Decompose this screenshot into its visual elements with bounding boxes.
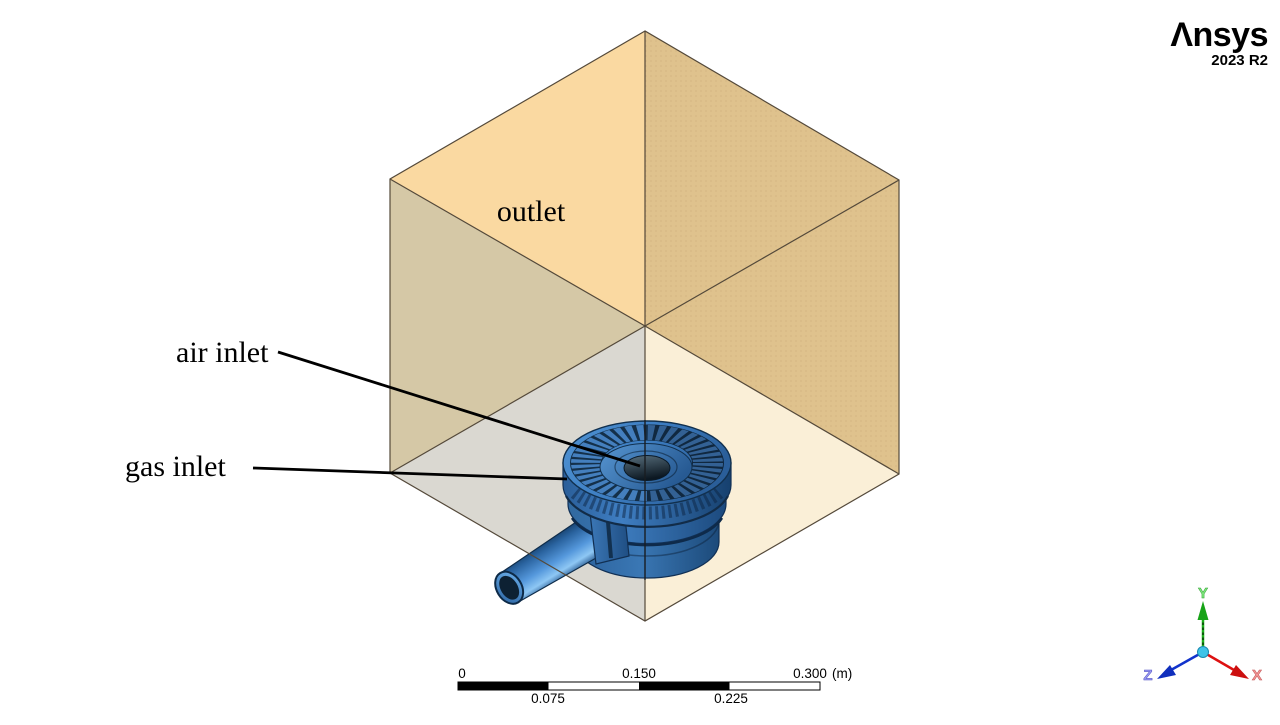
flange-groove [570,517,724,547]
scale-unit: (m) [832,666,852,681]
y-axis-arrow [1197,601,1209,620]
swirler-base-ring [565,495,729,528]
outlet-face-left-triangle[interactable] [390,31,645,326]
enclosure-edges [389,30,900,622]
z-axis [1170,650,1204,672]
x-axis-arrow [1230,665,1249,679]
z-axis-arrow [1157,665,1176,679]
pipe-bore [499,575,520,600]
annotations: outlet air inlet gas inlet [125,195,641,483]
scale-bar: 0 0.150 0.300 (m) 0.075 0.225 [457,666,852,706]
right-face-upper-texture [645,180,899,474]
scale-tick-075: 0.075 [531,691,565,706]
triad-origin [1197,646,1209,658]
z-axis-label: Z [1143,667,1152,684]
enclosure-box[interactable] [390,31,899,621]
ansys-logo-text: Λnsys [1170,16,1268,54]
gas-inlet-leader-line [252,466,568,481]
orientation-triad[interactable]: Y X Z [1143,585,1262,685]
ansys-logo: Λnsys 2023 R2 [1170,16,1268,69]
outlet-face-right-texture [645,31,899,326]
ansys-version: 2023 R2 [1211,52,1268,69]
left-face-upper-triangle[interactable] [390,179,645,473]
recess-ring [614,450,678,484]
swirler-fins [570,424,724,502]
gas-inlet-label: gas inlet [125,450,226,483]
scale-tick-0: 0 [458,666,466,681]
air-inlet-hole[interactable] [623,455,671,481]
scale-tick-150: 0.150 [622,666,656,681]
y-axis-label: Y [1198,585,1208,602]
x-axis-label: X [1252,667,1262,684]
air-inlet-leader-line [277,350,641,468]
scale-tick-225: 0.225 [714,691,748,706]
air-inlet-label: air inlet [176,336,269,369]
burner-geometry[interactable] [487,420,732,613]
scale-tick-300: 0.300 [793,666,827,681]
outlet-label: outlet [497,195,566,228]
